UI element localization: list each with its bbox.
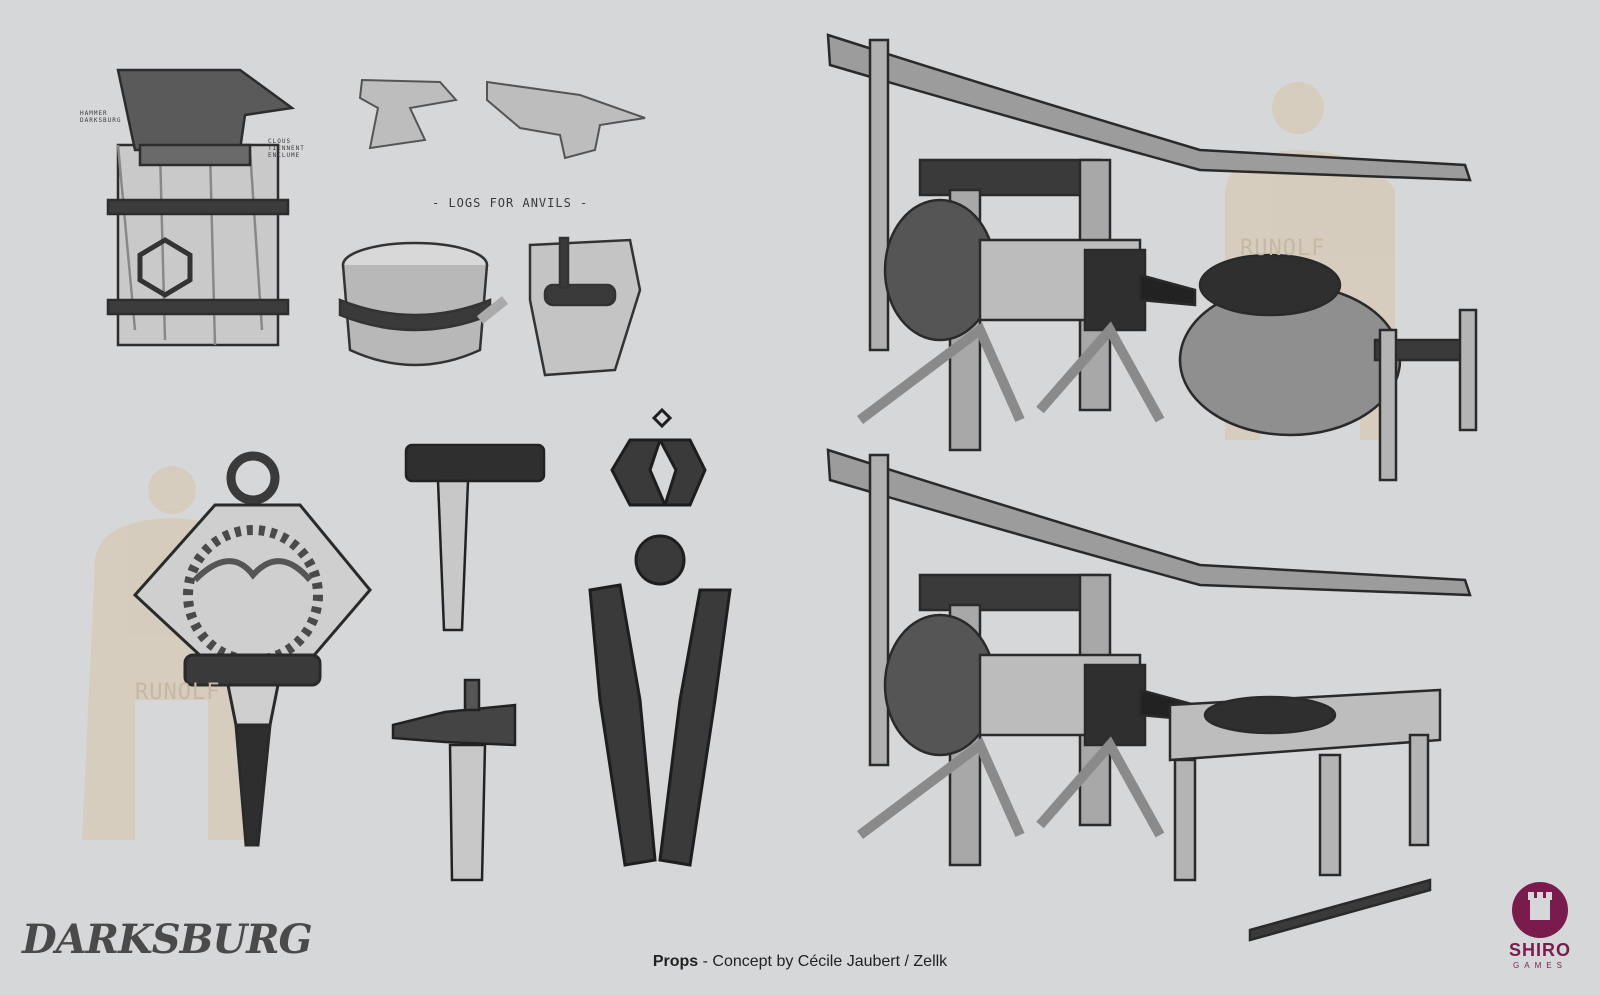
forge-setup-top (826, 33, 1478, 482)
shiro-logo-sub: GAMES (1513, 961, 1567, 970)
sheet-caption: Props - Concept by Cécile Jaubert / Zell… (0, 953, 1600, 971)
shiro-games-logo: SHIRO GAMES (1500, 878, 1580, 970)
shiro-logo-name: SHIRO (1508, 940, 1571, 960)
hammer-top (404, 443, 546, 632)
watermark-right: RUNOLF (1240, 236, 1326, 261)
anvil-sketch-1 (358, 78, 458, 150)
note-right-annotation: CLOUS TIENNENT ENCLUME (268, 138, 305, 159)
tongs (588, 407, 732, 867)
anvil-sketch-2 (486, 80, 646, 160)
caption-credit: - Concept by Cécile Jaubert / Zellk (702, 953, 948, 970)
anvil-on-log (106, 68, 296, 347)
log-with-strap (528, 236, 642, 377)
bellows (132, 451, 372, 847)
hammer-bottom (391, 678, 517, 882)
darksburg-logo: DARKSBURG (22, 916, 313, 963)
note-left-annotation: HAMMER DARKSBURG (80, 110, 122, 124)
caption-bold: Props (652, 953, 699, 970)
log-with-chain (338, 241, 509, 367)
logs-title-annotation: - LOGS FOR ANVILS - (432, 196, 589, 210)
shiro-logo-icon (1512, 882, 1568, 938)
watermark-left: RUNOLF (135, 680, 221, 705)
forge-setup-bottom (826, 448, 1472, 942)
